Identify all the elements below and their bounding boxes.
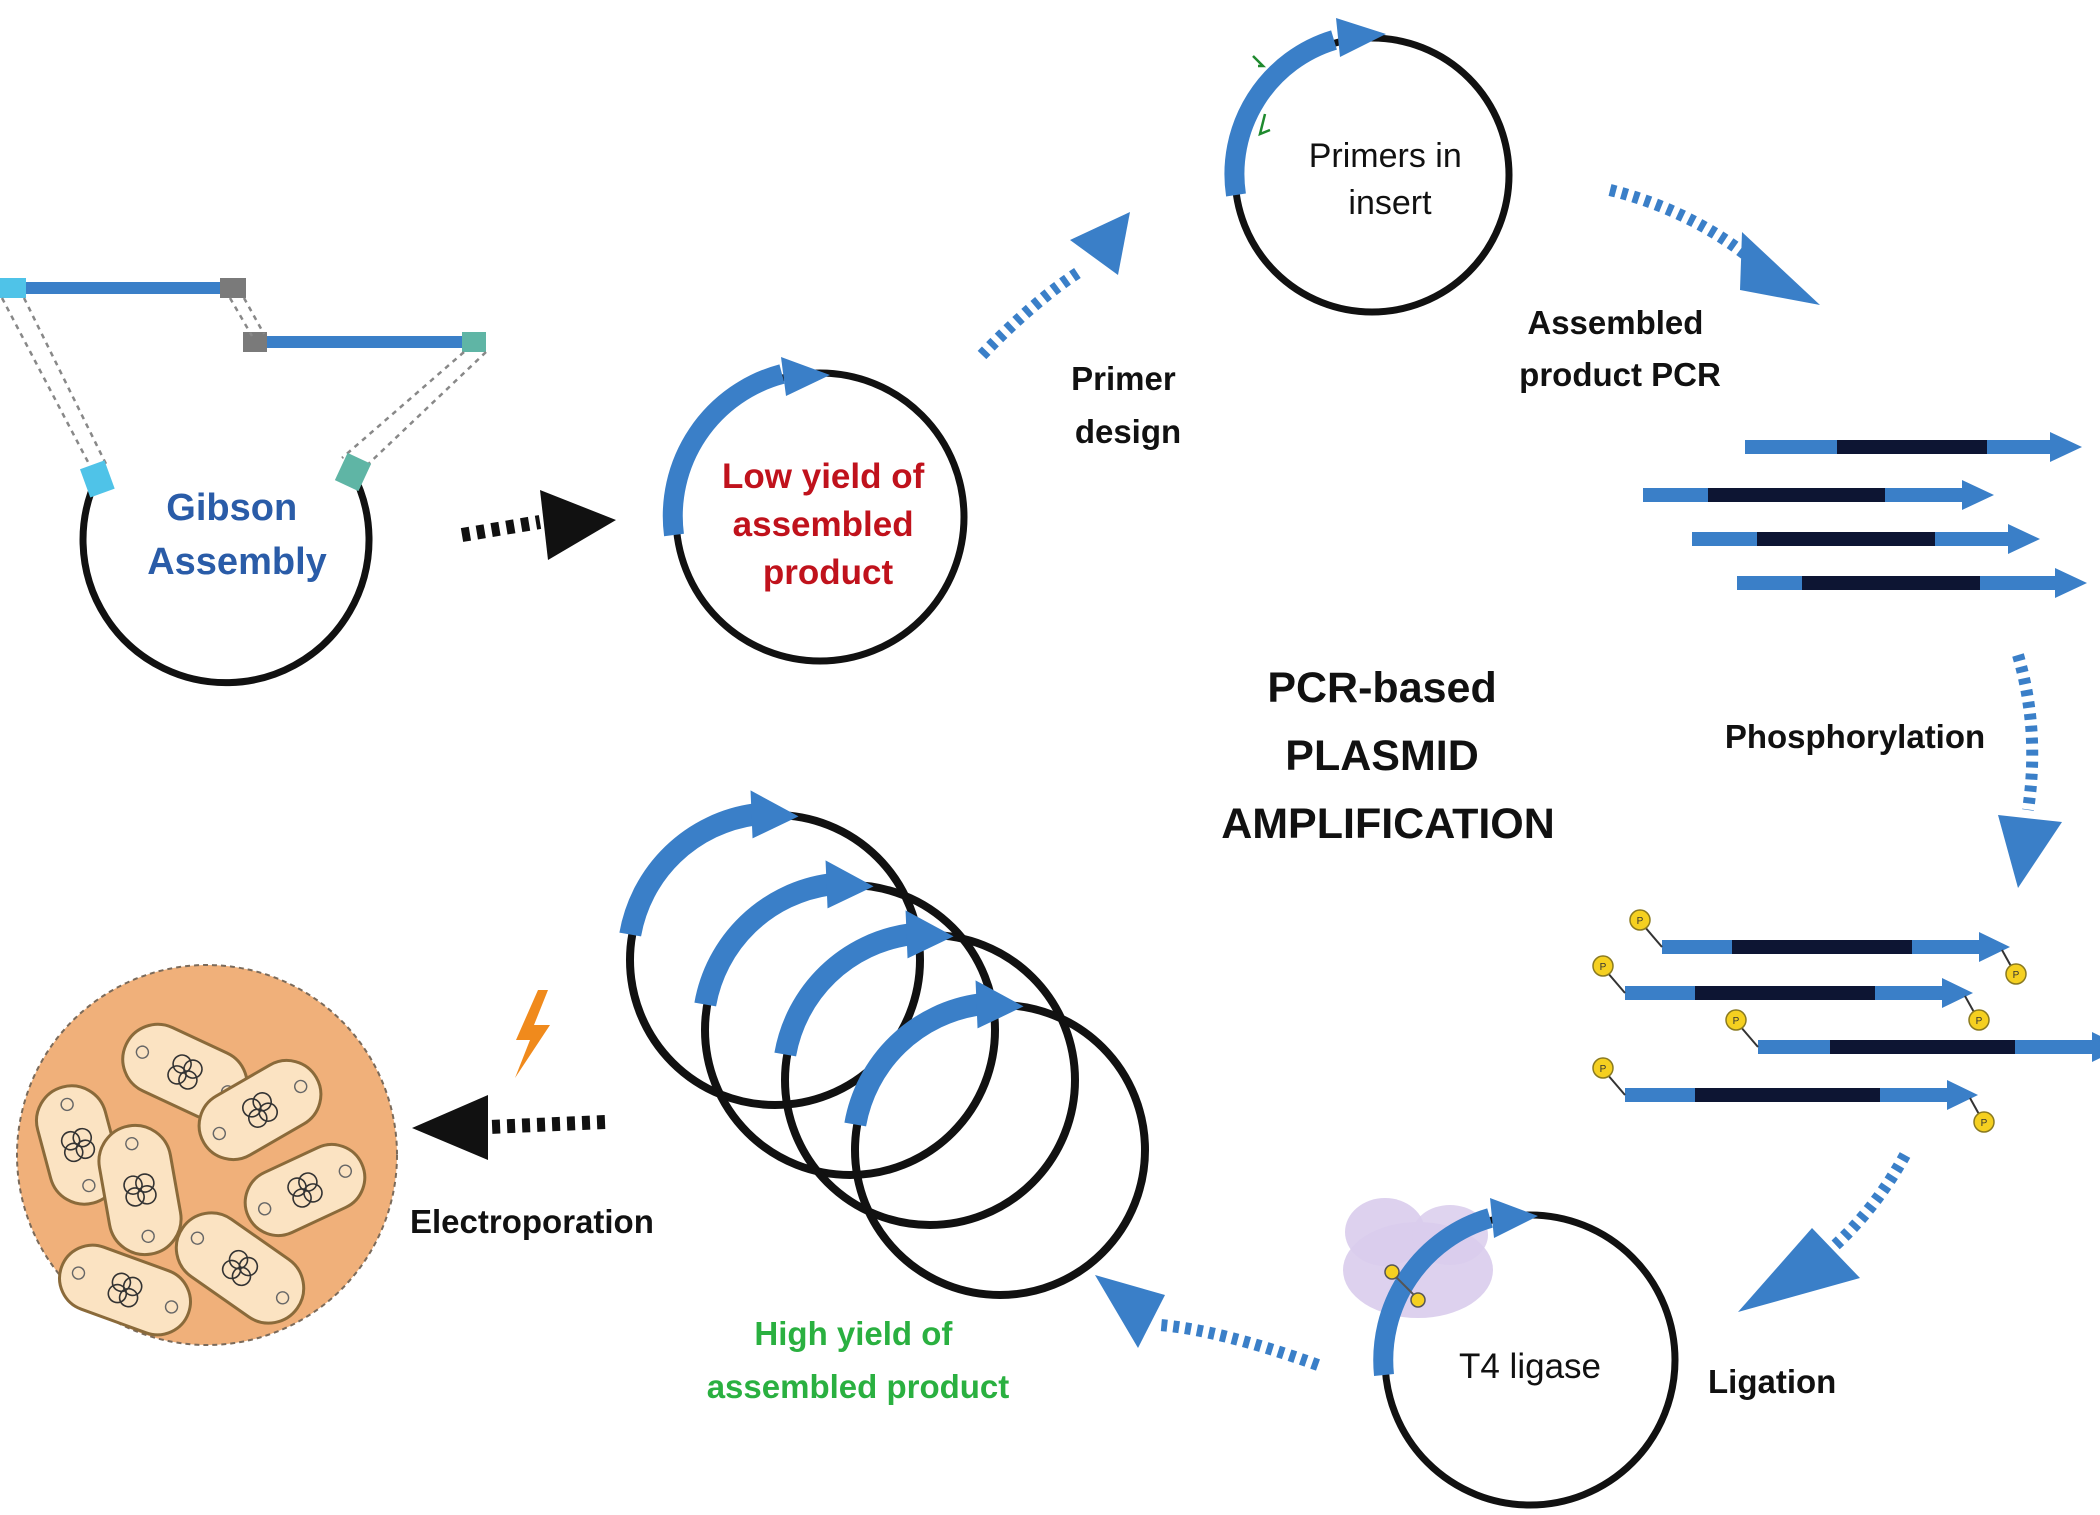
arrow-to-phosphorylation (1998, 653, 2062, 888)
gibson-plasmid-circle (79, 470, 373, 687)
gibson-label: Gibson Assembly (147, 487, 327, 583)
phosphorylated-products: PPPPPPPP (1592, 909, 2100, 1133)
low-yield-label: Low yield of assembled product (722, 457, 934, 592)
low-yield-plasmid: Low yield of assembled product (662, 357, 968, 665)
gibson-end-cyan (79, 460, 115, 498)
lightning-bolt-icon (515, 990, 550, 1078)
bacteria (35, 1022, 367, 1337)
bacterium-2 (197, 1059, 323, 1161)
fragment-1-end-cyan (0, 278, 26, 298)
phosphate-label: P (2013, 970, 2020, 981)
phosphorylated-product-1: PP (1629, 909, 2027, 985)
fragment-2-end-gray (243, 332, 267, 352)
bacteria-culture (16, 964, 398, 1346)
arrow-to-pcr (1608, 184, 1820, 305)
bacterium-7 (58, 1243, 192, 1337)
ligation-label: Ligation (1708, 1363, 1836, 1400)
fragment-2-end-teal (462, 332, 486, 352)
pcr-product-3 (1692, 524, 2040, 554)
assembled-pcr-label: Assembled product PCR (1519, 304, 1721, 393)
pcr-products (1643, 432, 2087, 598)
high-yield-plasmid-4 (844, 980, 1149, 1299)
phosphate-label: P (1976, 1016, 1983, 1027)
high-yield-plasmid-3 (774, 910, 1079, 1229)
phosphorylated-product-2: PP (1592, 955, 1990, 1031)
fragment-1 (10, 282, 228, 294)
arrow-to-primers (977, 212, 1130, 360)
overlap-guide-lines (0, 297, 487, 471)
gibson-end-teal (334, 452, 372, 492)
primers-insert-label: Primers in insert (1309, 137, 1471, 222)
primer-marks (1252, 55, 1271, 137)
phosphorylated-product-4: PP (1592, 1057, 1995, 1133)
phosphorylation-label: Phosphorylation (1725, 718, 1985, 755)
primer-design-label: Primer design (1071, 360, 1185, 450)
fragment-2 (248, 336, 473, 348)
pcr-product-1 (1745, 432, 2082, 462)
pcr-product-4 (1737, 568, 2087, 598)
high-yield-plasmid-2 (694, 860, 999, 1179)
phosphate-label: P (1600, 962, 1607, 973)
arrow-gibson-to-low-yield (460, 490, 616, 560)
phosphate-label: P (1637, 916, 1644, 927)
phosphate-label: P (1600, 1064, 1607, 1075)
high-yield-plasmid-1 (619, 790, 924, 1109)
high-yield-label: High yield of assembled product (707, 1315, 1010, 1405)
t4-ligase-plasmid: T4 ligase (1343, 1198, 1679, 1509)
fragment-1-end-gray (220, 278, 246, 298)
arrow-to-bacteria (412, 1095, 606, 1160)
bacterium-4 (97, 1123, 183, 1257)
bacterium-5 (243, 1143, 367, 1237)
arrow-to-ligation (1738, 1152, 1911, 1312)
t4-ligase-label: T4 ligase (1459, 1347, 1601, 1386)
bacterium-6 (174, 1211, 306, 1325)
high-yield-plasmids (619, 790, 1149, 1299)
electroporation-label: Electroporation (410, 1203, 654, 1240)
phosphorylated-product-3: PP (1725, 1009, 2100, 1062)
phosphate-label: P (1981, 1118, 1988, 1129)
diagram-title: PCR-based PLASMID AMPLIFICATION (1221, 664, 1555, 848)
arrow-to-high-yield (1095, 1275, 1321, 1371)
phosphate-label: P (1733, 1016, 1740, 1027)
pcr-product-2 (1643, 480, 1994, 510)
gibson-assembly-group: Gibson Assembly (0, 278, 487, 687)
primers-insert-plasmid: Primers in insert (1224, 18, 1513, 316)
